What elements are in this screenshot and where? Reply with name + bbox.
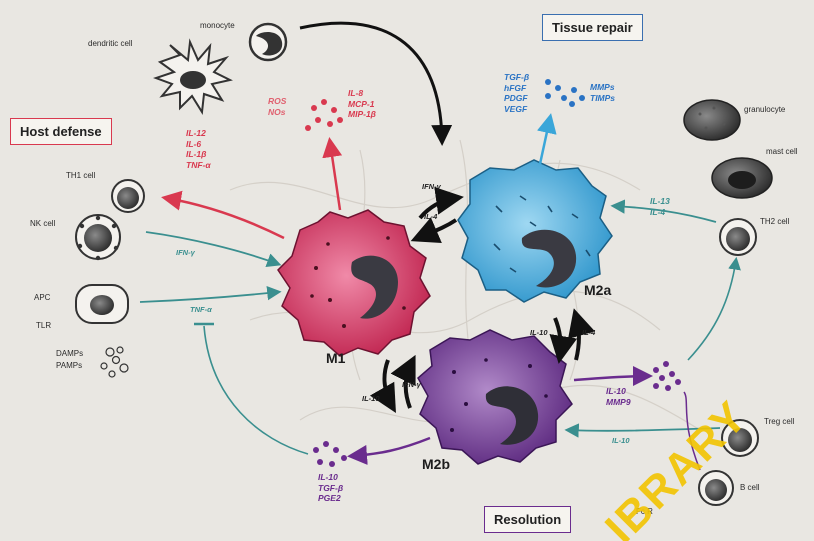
- pamps-label: PAMPs: [56, 362, 82, 371]
- m2a-dots: [545, 79, 585, 107]
- mast-cell: [712, 158, 772, 198]
- growth-factor-item: PDGF: [504, 93, 529, 104]
- m1-to-th1-arrow: [166, 198, 284, 238]
- th2-cytokine-item: IL-13: [650, 196, 670, 207]
- dendritic-cell-label: dendritic cell: [88, 40, 132, 49]
- dots-to-tnf-inhibit: [204, 326, 308, 454]
- damps-label: DAMPs: [56, 350, 83, 359]
- cytokine-item: TNF-α: [186, 160, 211, 171]
- granulocyte-cell: [684, 100, 740, 140]
- granulocyte-label: granulocyte: [744, 106, 785, 115]
- m2b-bottom-dots: [313, 441, 347, 467]
- mmp-item: MMPs: [590, 82, 615, 93]
- ifn-gamma-m2b-label: IFN-γ: [402, 380, 421, 389]
- th2-cytokines: IL-13 IL-4: [650, 196, 670, 217]
- cytokine-item: IL-6: [186, 139, 211, 150]
- m2b-right-mediators: IL-10 MMP9: [606, 386, 631, 407]
- ifn-gamma-top-label: IFN-γ: [422, 182, 441, 191]
- m2b-mediator-item: IL-10: [606, 386, 631, 397]
- m1-to-ros-arrow: [330, 142, 340, 210]
- il4-top-label: IL-4: [424, 212, 437, 221]
- cytokine-item: IL-12: [186, 128, 211, 139]
- m2b-right-dots: [653, 361, 681, 391]
- ros-list: ROS NOs: [268, 96, 286, 117]
- m1-left-cytokines: IL-12 IL-6 IL-1β TNF-α: [186, 128, 211, 171]
- m2a-growth-factors: TGF-β hFGF PDGF VEGF: [504, 72, 529, 115]
- ifn-gamma-nk-label: IFN-γ: [176, 248, 195, 257]
- m2a-to-dots-arrow: [540, 118, 550, 164]
- b-cell-label: B cell: [740, 484, 760, 493]
- m2b-mediator-item: MMP9: [606, 397, 631, 408]
- monocyte-label: monocyte: [200, 22, 235, 31]
- th1-cell: [112, 180, 144, 212]
- ros-item: NOs: [268, 107, 286, 118]
- dots-to-th2-arrow: [688, 260, 736, 360]
- th2-cell-label: TH2 cell: [760, 218, 789, 227]
- m1-macrophage: [278, 210, 430, 356]
- th2-cytokine-item: IL-4: [650, 207, 670, 218]
- tnf-alpha-label: TNF-α: [190, 305, 212, 314]
- il10-left-label: IL-10: [362, 394, 380, 403]
- mmps-list: MMPs TIMPs: [590, 82, 615, 103]
- cytokine-item: IL-1β: [186, 149, 211, 160]
- m1-label: M1: [326, 350, 345, 366]
- m2b-mediator-item: PGE2: [318, 493, 343, 504]
- th1-cell-label: TH1 cell: [66, 172, 95, 181]
- nk-cell-label: NK cell: [30, 220, 55, 229]
- monocyte-cell: [250, 24, 286, 60]
- m2b-mediator-item: IL-10: [318, 472, 343, 483]
- m2b-bottom-mediators: IL-10 TGF-β PGE2: [318, 472, 343, 504]
- m2b-to-dots-bottom-arrow: [352, 438, 430, 456]
- monocyte-arrow: [300, 23, 442, 140]
- tissue-repair-box: Tissue repair: [542, 14, 643, 41]
- il4-mid-label: IL-4: [582, 328, 595, 337]
- chemokine-item: MCP-1: [348, 99, 376, 110]
- il10-treg-label: IL-10: [612, 436, 630, 445]
- host-defense-box: Host defense: [10, 118, 112, 145]
- m2b-to-dots-right-arrow: [574, 376, 648, 380]
- apc-to-m1-arrow: [140, 292, 278, 302]
- m2b-label: M2b: [422, 456, 450, 472]
- growth-factor-item: VEGF: [504, 104, 529, 115]
- chemokine-item: IL-8: [348, 88, 376, 99]
- mast-cell-label: mast cell: [766, 148, 798, 157]
- nk-to-m1-arrow: [146, 232, 278, 264]
- apc-label: APC: [34, 294, 50, 303]
- resolution-box: Resolution: [484, 506, 571, 533]
- tlr-label: TLR: [36, 322, 51, 331]
- ros-item: ROS: [268, 96, 286, 107]
- growth-factor-item: TGF-β: [504, 72, 529, 83]
- m2a-label: M2a: [584, 282, 611, 298]
- il10-mid-label: IL-10: [530, 328, 548, 337]
- m1-top-chemokines: IL-8 MCP-1 MIP-1β: [348, 88, 376, 120]
- m2b-mediator-item: TGF-β: [318, 483, 343, 494]
- m2a-macrophage: [458, 160, 612, 302]
- treg-cell-label: Treg cell: [764, 418, 794, 427]
- damps-pamps-particles: [101, 347, 128, 377]
- mmp-item: TIMPs: [590, 93, 615, 104]
- dendritic-cell: [156, 42, 230, 112]
- ros-dots: [305, 99, 343, 131]
- nk-cell: [76, 215, 120, 260]
- th2-cell: [720, 219, 756, 255]
- m2b-macrophage: [418, 330, 572, 464]
- apc-cell: [76, 285, 128, 323]
- chemokine-item: MIP-1β: [348, 109, 376, 120]
- growth-factor-item: hFGF: [504, 83, 529, 94]
